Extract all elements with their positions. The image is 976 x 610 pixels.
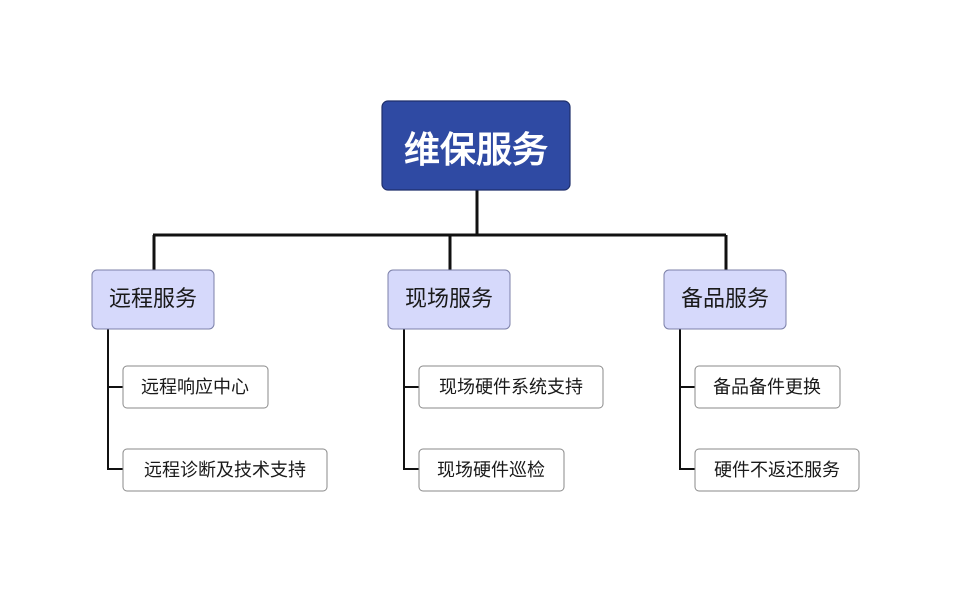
- leaf-node[interactable]: 远程响应中心: [122, 365, 269, 409]
- connectors: [107, 190, 728, 470]
- branch-1-box: [387, 269, 511, 330]
- branch-1-child-1-label: 现场硬件巡检: [437, 460, 545, 481]
- branch-2-child-1-label: 硬件不返还服务: [714, 460, 840, 481]
- leaf-node[interactable]: 现场硬件巡检: [418, 448, 565, 492]
- branch-2-child-connector: [679, 329, 695, 470]
- root-node[interactable]: 维保服务: [381, 100, 571, 191]
- branch-0-label: 远程服务: [109, 287, 197, 312]
- branch-0-box: [91, 269, 215, 330]
- branch-1-child-1-box: [418, 448, 565, 492]
- branch-1-child-connector: [403, 329, 419, 470]
- branch-2-label: 备品服务: [681, 287, 769, 312]
- branch-1-child-0-box: [418, 365, 604, 409]
- branch-node-onsite[interactable]: 现场服务: [387, 269, 511, 330]
- branch-0-child-1-label: 远程诊断及技术支持: [144, 460, 306, 481]
- branch-0-child-0-label: 远程响应中心: [141, 377, 249, 398]
- branch-2-child-0-box: [694, 365, 841, 409]
- branch-0-child-0-box: [122, 365, 269, 409]
- branch-2-child-0-label: 备品备件更换: [713, 377, 821, 398]
- leaf-node[interactable]: 硬件不返还服务: [694, 448, 860, 492]
- leaf-node[interactable]: 远程诊断及技术支持: [122, 448, 328, 492]
- branch-node-remote[interactable]: 远程服务: [91, 269, 215, 330]
- branch-0-child-1-box: [122, 448, 328, 492]
- leaf-node[interactable]: 现场硬件系统支持: [418, 365, 604, 409]
- leaf-node[interactable]: 备品备件更换: [694, 365, 841, 409]
- branch-1-label: 现场服务: [405, 287, 493, 312]
- root-node-box: [381, 100, 571, 191]
- branch-1-child-0-label: 现场硬件系统支持: [439, 377, 583, 398]
- branch-2-box: [663, 269, 787, 330]
- root-node-label: 维保服务: [404, 130, 548, 171]
- branch-2-child-1-box: [694, 448, 860, 492]
- branch-node-spares[interactable]: 备品服务: [663, 269, 787, 330]
- branch-0-child-connector: [107, 329, 123, 470]
